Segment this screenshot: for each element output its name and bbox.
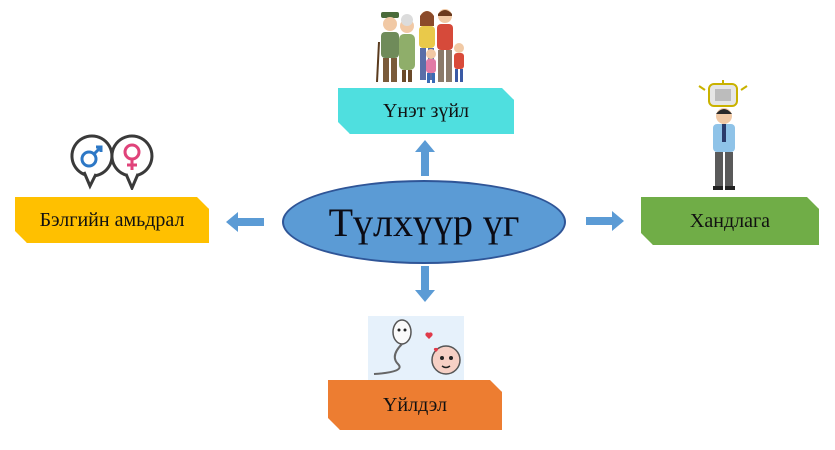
arrow-right <box>586 211 624 231</box>
arrow-left <box>226 212 264 232</box>
center-keyword-label: Түлхүүр үг <box>328 199 520 245</box>
family-group-icon <box>376 9 464 83</box>
node-values: Үнэт зүйл <box>338 88 514 134</box>
center-keyword-oval: Түлхүүр үг <box>282 180 566 264</box>
node-attitude: Хандлага <box>641 197 819 245</box>
thinking-man-icon <box>698 80 748 190</box>
node-values-label: Үнэт зүйл <box>382 99 470 122</box>
node-action: Үйлдэл <box>328 380 502 430</box>
gender-symbols-icon <box>70 134 154 190</box>
node-action-label: Үйлдэл <box>382 393 447 416</box>
node-attitude-label: Хандлага <box>689 209 771 232</box>
sperm-egg-icon <box>368 316 464 380</box>
arrow-up <box>415 140 435 176</box>
arrow-down <box>415 266 435 302</box>
node-sexual-life: Бэлгийн амьдрал <box>15 197 209 243</box>
node-sexual-life-label: Бэлгийн амьдрал <box>39 208 185 231</box>
